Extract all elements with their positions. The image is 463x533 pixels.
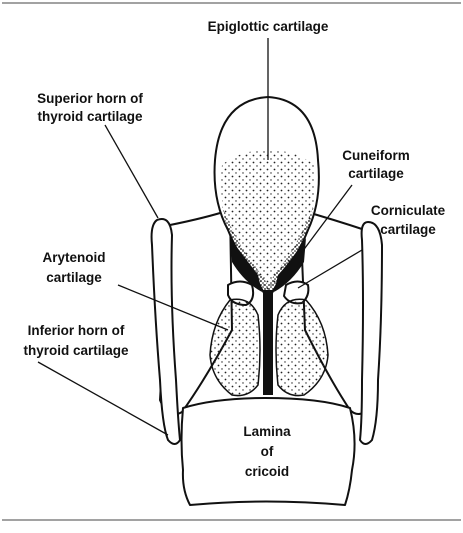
label-lamina-2: of bbox=[261, 444, 274, 459]
label-cuneiform-1: Cuneiform bbox=[342, 148, 410, 163]
label-arytenoid-1: Arytenoid bbox=[42, 250, 105, 265]
label-superior-horn-2: thyroid cartilage bbox=[37, 109, 143, 124]
epiglottis-stipple bbox=[221, 150, 315, 292]
label-cuneiform-2: cartilage bbox=[348, 166, 404, 181]
leader-inferior-horn bbox=[38, 362, 168, 435]
label-corniculate-2: cartilage bbox=[380, 222, 436, 237]
label-arytenoid-2: cartilage bbox=[46, 270, 102, 285]
label-corniculate-1: Corniculate bbox=[371, 203, 446, 218]
leader-superior-horn bbox=[105, 125, 158, 218]
label-superior-horn-1: Superior horn of bbox=[37, 91, 143, 106]
label-inferior-horn-1: Inferior horn of bbox=[28, 323, 125, 338]
label-epiglottic: Epiglottic cartilage bbox=[208, 19, 329, 34]
label-inferior-horn-2: thyroid cartilage bbox=[23, 343, 129, 358]
right-thyroid-horn bbox=[360, 222, 382, 444]
central-groove bbox=[263, 290, 273, 395]
label-lamina-3: cricoid bbox=[245, 464, 289, 479]
label-lamina-1: Lamina bbox=[243, 424, 291, 439]
